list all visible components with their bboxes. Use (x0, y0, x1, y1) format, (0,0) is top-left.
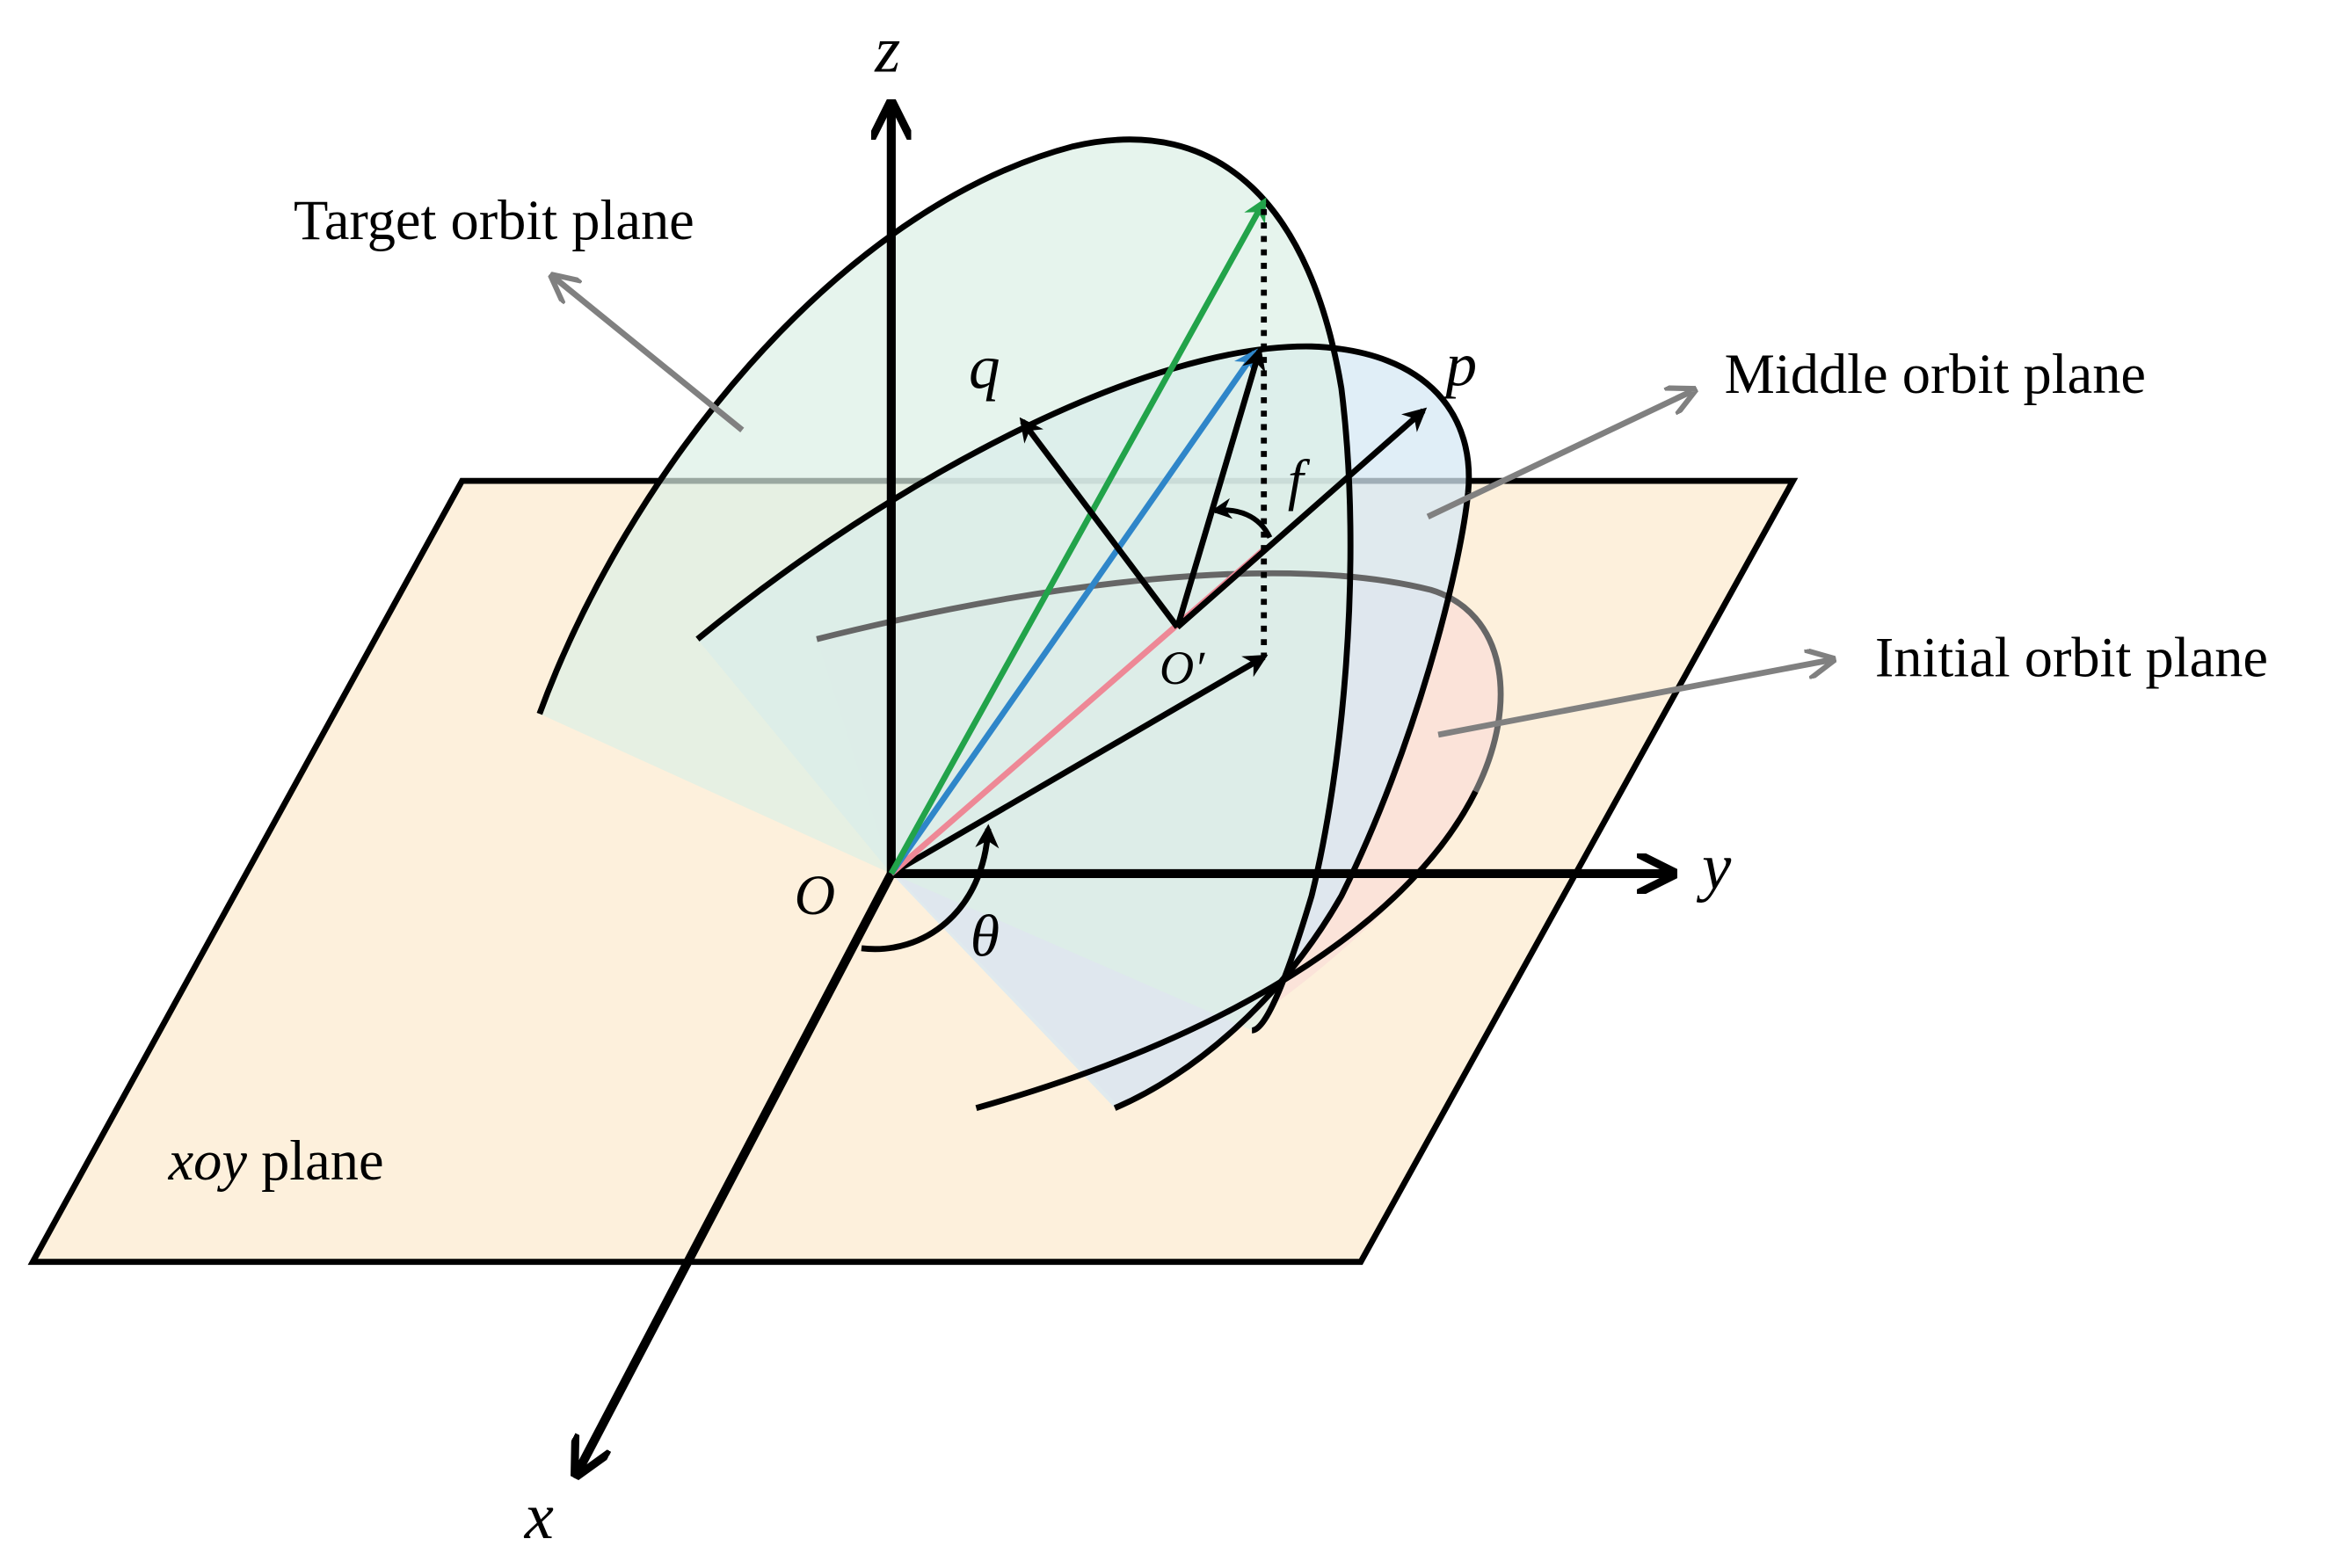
label-target-orbit-plane: Target orbit plane (294, 189, 694, 251)
angle-f-arc (1211, 497, 1273, 540)
label-middle-orbit-plane: Middle orbit plane (1725, 343, 2146, 405)
orbit-radius-vector (1174, 346, 1266, 628)
middle-orbit-arc-lower (1113, 492, 1472, 1111)
x-axis (578, 871, 896, 1471)
node-line-vector (890, 654, 1269, 876)
label-initial-orbit-plane: Initial orbit plane (1875, 627, 2268, 689)
p-vector (1175, 407, 1428, 630)
label-axis-x: x (524, 1480, 554, 1553)
target-plane-pointer (555, 278, 745, 432)
label-vector-p: p (1442, 330, 1478, 399)
target-vector (888, 197, 1267, 875)
label-axis-y: y (1696, 831, 1732, 904)
label-center: O′ (1160, 642, 1205, 694)
middle-plane-pointer (1426, 391, 1691, 519)
label-origin: O (795, 864, 836, 926)
label-axis-z: z (874, 13, 900, 86)
middle-orbit-arc-upper (695, 343, 1472, 642)
label-angle-theta: θ (971, 903, 1000, 969)
initial-orbit-arc-lower (975, 789, 1479, 1111)
middle-vector (889, 348, 1258, 875)
label-xoy-italic: xoy (168, 1129, 248, 1192)
target-plane-fill (539, 139, 1351, 1031)
q-vector (1019, 417, 1181, 629)
initial-plane-pointer (1437, 660, 1830, 738)
target-orbit-arc (536, 136, 1354, 1034)
label-xoy-plane: xoy plane (168, 1129, 384, 1192)
angle-theta-arc (861, 824, 1000, 953)
label-vector-q: q (969, 333, 1000, 403)
label-xoy-rest: plane (247, 1129, 384, 1192)
initial-orbit-arc-upper (816, 570, 1504, 794)
